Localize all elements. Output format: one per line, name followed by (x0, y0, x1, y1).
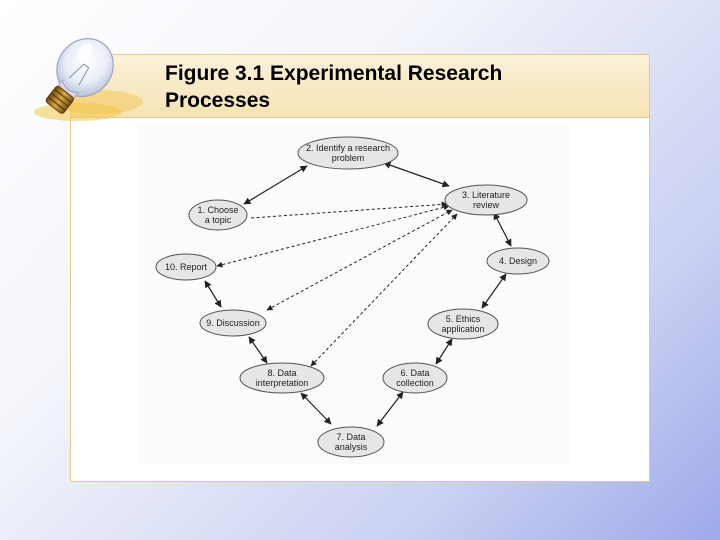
node-label: review (473, 200, 500, 210)
process-diagram-svg: 2. Identify a research problem 3. Litera… (155, 136, 550, 458)
node-label: a topic (205, 215, 232, 225)
node-label: 5. Ethics (446, 314, 481, 324)
dashed-link-8-3 (310, 213, 458, 367)
node-identify-research-problem (297, 136, 399, 170)
node-literature-review (444, 184, 528, 216)
node-label: 6. Data (400, 368, 429, 378)
node-discussion (199, 309, 267, 337)
title-line-2: Processes (165, 89, 271, 112)
node-data-collection (382, 362, 448, 394)
connector-3-4 (493, 212, 512, 247)
light-bulb-icon (34, 38, 143, 121)
dashed-link-1-3 (250, 201, 448, 219)
dashed-link-9-3 (266, 209, 453, 311)
process-diagram: 2. Identify a research problem 3. Litera… (139, 126, 569, 464)
node-label: 1. Choose (197, 205, 238, 215)
slide-title: Figure 3.1 Experimental Research Process… (165, 60, 625, 114)
node-ethics-application (427, 308, 499, 340)
connector-7-8 (300, 392, 332, 425)
node-label: 7. Data (336, 432, 365, 442)
node-report (155, 253, 217, 281)
node-data-analysis (317, 426, 385, 458)
connector-2-3 (383, 161, 450, 188)
node-design (486, 247, 550, 275)
node-label: 10. Report (165, 262, 208, 272)
node-label: 3. Literature (462, 190, 510, 200)
connector-9-10 (204, 280, 222, 308)
connector-5-6 (435, 338, 453, 365)
node-data-interpretation (239, 362, 325, 394)
title-band (70, 54, 650, 118)
node-choose-topic (188, 199, 248, 231)
node-label: analysis (335, 442, 368, 452)
connector-8-9 (248, 336, 268, 364)
dashed-link-10-3 (216, 204, 450, 268)
node-label: application (441, 324, 484, 334)
node-label: problem (332, 153, 365, 163)
title-line-1: Figure 3.1 Experimental Research (165, 62, 503, 85)
connector-1-2 (243, 165, 308, 205)
connector-6-7 (376, 391, 404, 427)
node-label: 8. Data (267, 368, 296, 378)
node-label: 2. Identify a research (306, 143, 390, 153)
node-label: collection (396, 378, 434, 388)
node-label: 9. Discussion (206, 318, 260, 328)
connector-4-5 (481, 273, 507, 309)
node-label: interpretation (256, 378, 309, 388)
node-label: 4. Design (499, 256, 537, 266)
